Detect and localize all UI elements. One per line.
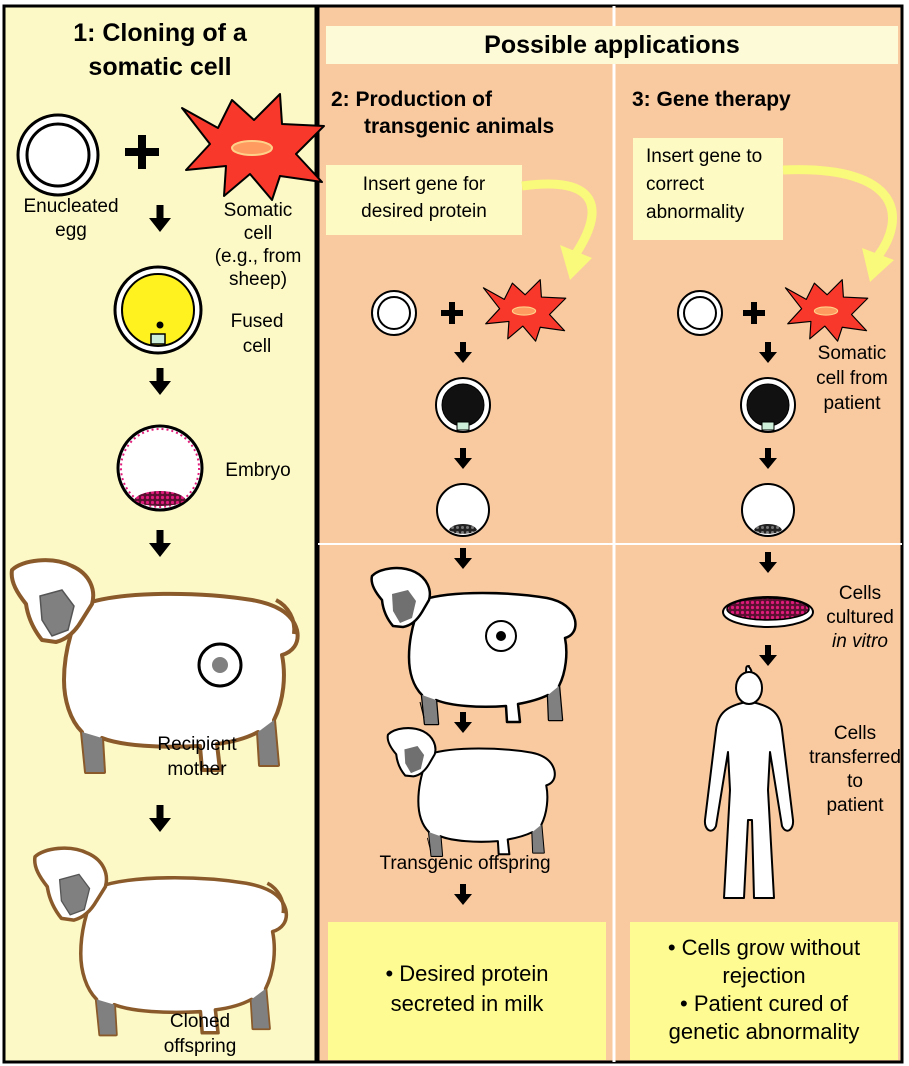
fused-cell-label-line2: cell [212, 336, 302, 359]
panel2-title-line2: transgenic animals [364, 114, 614, 139]
embryo-small [437, 484, 489, 536]
enucleated-egg-small [372, 291, 416, 335]
gene-therapy-note-line2: correct [646, 174, 786, 197]
embryo-implant-marker [199, 644, 241, 686]
patient-cell-label-line2: cell from [802, 368, 902, 391]
embryo-small [742, 484, 794, 536]
cultured-label-line1: Cells [812, 583, 908, 606]
cultured-label-line3: in vitro [812, 631, 908, 654]
gene-therapy-result-line3: • Patient cured of [630, 990, 898, 1018]
patient-cell-label-line3: patient [802, 393, 902, 416]
culture-dish [723, 597, 813, 627]
transgenic-note-line2: desired protein [326, 201, 522, 224]
panel3-title: 3: Gene therapy [632, 87, 892, 112]
fused-cell [115, 267, 201, 353]
gene-therapy-note-line1: Insert gene to [646, 146, 786, 169]
panel-applications [318, 6, 902, 1062]
gene-therapy-result-line2: rejection [630, 962, 898, 990]
somatic-cell-label-line2: cell [200, 223, 316, 246]
enucleated-egg [18, 115, 98, 195]
panel1-title-line2: somatic cell [4, 52, 316, 82]
transfer-label-line2: transferred [802, 747, 908, 770]
panel1-title-line1: 1: Cloning of a [4, 18, 316, 48]
enucleated-egg-label-line1: Enucleated [6, 196, 136, 219]
embryo-label: Embryo [210, 460, 306, 483]
transfer-label-line3: to [802, 771, 908, 794]
somatic-cell-label-line3: (e.g., from [200, 246, 316, 269]
transgenic-result-line1: • Desired protein [328, 960, 606, 988]
enucleated-egg-label-line2: egg [6, 220, 136, 243]
enucleated-egg-small [678, 291, 722, 335]
somatic-cell-label-line1: Somatic [200, 200, 316, 223]
cultured-label-line2: cultured [812, 607, 908, 630]
transgenic-note-line1: Insert gene for [326, 174, 522, 197]
transfer-label-line4: patient [802, 795, 908, 818]
cloned-offspring-label-line1: Cloned [140, 1011, 260, 1034]
fused-cell-label-line1: Fused [212, 311, 302, 334]
header-title: Possible applications [326, 30, 898, 60]
recipient-mother-label-line2: mother [132, 759, 262, 782]
transgenic-offspring-label: Transgenic offspring [330, 853, 600, 876]
transfer-label-line1: Cells [802, 723, 908, 746]
embryo [118, 426, 202, 510]
gene-therapy-note-line3: abnormality [646, 202, 786, 225]
patient-cell-label-line1: Somatic [802, 343, 902, 366]
fused-cell-small [436, 378, 490, 432]
somatic-cell-label-line4: sheep) [200, 269, 316, 292]
transgenic-result-line2: secreted in milk [328, 990, 606, 1018]
transgenic-implant-marker [486, 621, 516, 651]
gene-therapy-result-line1: • Cells grow without [630, 934, 898, 962]
gene-therapy-result-line4: genetic abnormality [630, 1018, 898, 1046]
recipient-mother-label-line1: Recipient [132, 734, 262, 757]
cloned-offspring-label-line2: offspring [140, 1036, 260, 1059]
fused-cell-small [741, 378, 795, 432]
panel2-title-line1: 2: Production of [331, 87, 611, 112]
